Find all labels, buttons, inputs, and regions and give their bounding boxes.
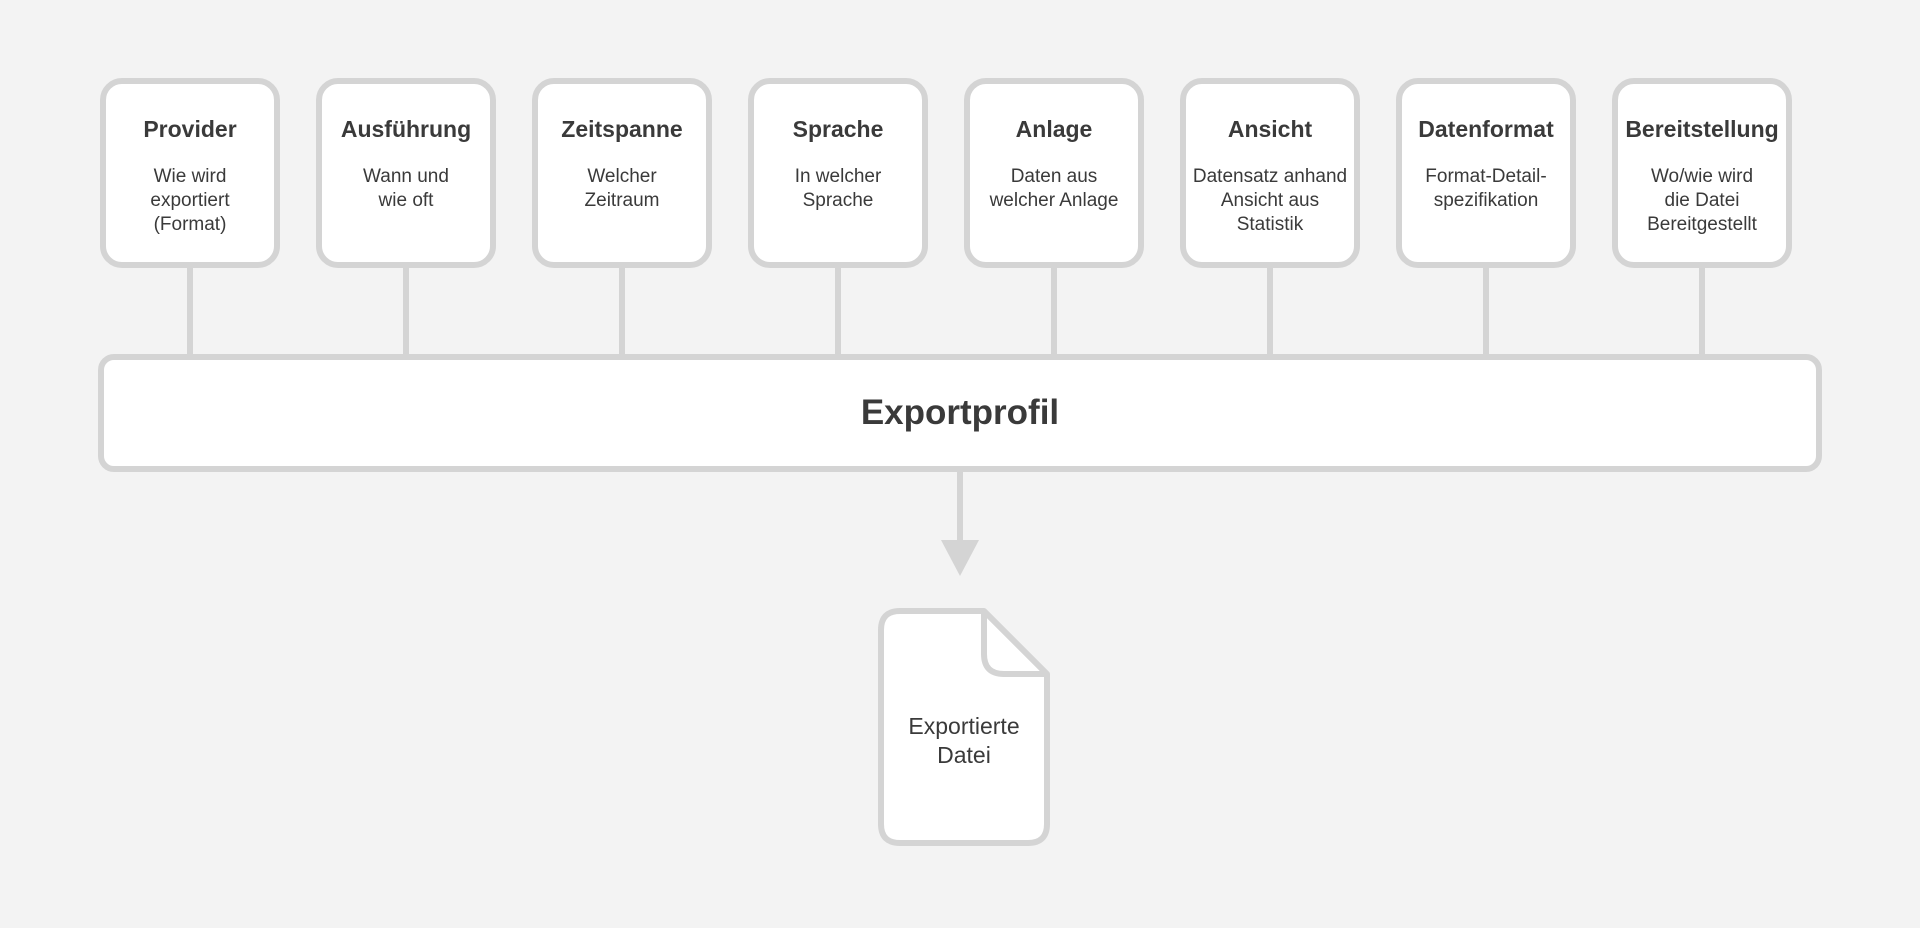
card-bereitstellung: Bereitstellung Wo/wie wird die Datei Ber… [1612, 78, 1792, 268]
card-title: Ausführung [340, 116, 472, 142]
export-profile-label: Exportprofil [860, 393, 1060, 432]
card-description: Welcher Zeitraum [584, 166, 660, 211]
card-ausfuehrung: Ausführung Wann und wie oft [316, 78, 496, 268]
card-zeitspanne: Zeitspanne Welcher Zeitraum [532, 78, 712, 268]
card-description: Wann und wie oft [363, 166, 449, 211]
card-description: Daten aus welcher Anlage [989, 166, 1119, 211]
connector-line [187, 268, 193, 356]
connector-line [1699, 268, 1705, 356]
card-description: Format-Detail- spezifikation [1425, 166, 1547, 211]
card-description: Wie wird exportiert (Format) [150, 166, 230, 235]
card-datenformat: Datenformat Format-Detail- spezifikation [1396, 78, 1576, 268]
card-anlage: Anlage Daten aus welcher Anlage [964, 78, 1144, 268]
card-title: Anlage [1015, 116, 1093, 142]
connector-line [403, 268, 409, 356]
card-description: Wo/wie wird die Datei Bereitgestellt [1647, 166, 1757, 235]
card-title: Provider [143, 116, 237, 142]
exported-file: Exportierte Datei [878, 608, 1050, 846]
card-title: Ansicht [1227, 116, 1313, 142]
card-ansicht: Ansicht Datensatz anhand Ansicht aus Sta… [1180, 78, 1360, 268]
card-description: Datensatz anhand Ansicht aus Statistik [1192, 166, 1348, 235]
card-sprache: Sprache In welcher Sprache [748, 78, 928, 268]
arrow-shaft [957, 472, 963, 542]
card-title: Zeitspanne [561, 116, 683, 142]
card-description: In welcher Sprache [794, 166, 882, 211]
card-title: Datenformat [1418, 116, 1554, 142]
connector-line [1267, 268, 1273, 356]
connector-line [1483, 268, 1489, 356]
card-provider: Provider Wie wird exportiert (Format) [100, 78, 280, 268]
connector-line [1051, 268, 1057, 356]
connector-line [835, 268, 841, 356]
arrow-down-icon [941, 540, 979, 576]
document-icon [878, 608, 1050, 846]
card-title: Bereitstellung [1625, 116, 1779, 142]
export-profile-box: Exportprofil [98, 354, 1822, 472]
exported-file-label: Exportierte Datei [908, 713, 1020, 768]
connector-line [619, 268, 625, 356]
card-title: Sprache [792, 116, 884, 142]
